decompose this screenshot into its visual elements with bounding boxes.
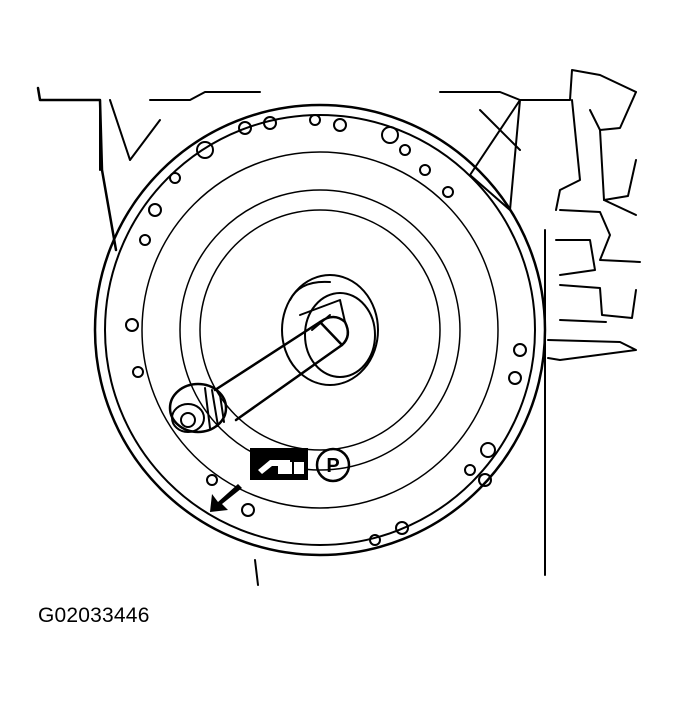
- figure-code: G02033446: [38, 604, 150, 627]
- engine-housing: [36, 69, 641, 586]
- parking-p-icon: P: [315, 447, 351, 483]
- parking-letter: P: [326, 455, 339, 477]
- drive-plate: [93, 103, 547, 557]
- wrench-tool-icon: [250, 448, 308, 480]
- bolt-holes: [125, 114, 527, 546]
- rotation-arrow-icon: [210, 484, 242, 512]
- wrench-tool: [168, 299, 350, 434]
